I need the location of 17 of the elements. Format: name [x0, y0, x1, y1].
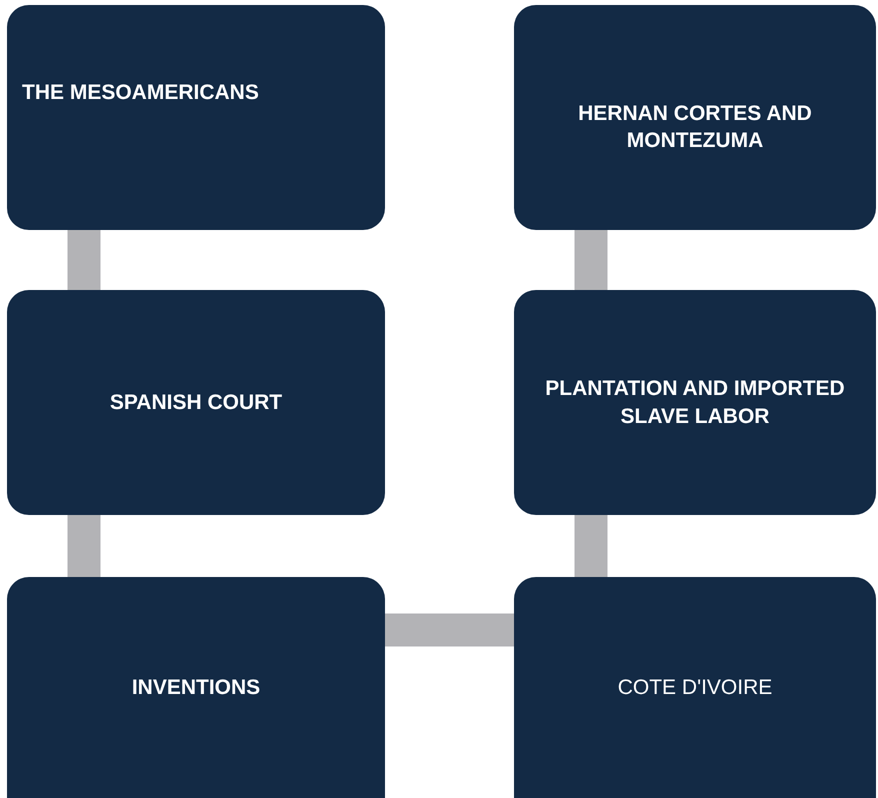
connector-bar — [68, 230, 100, 290]
topic-label: PLANTATION AND IMPORTED SLAVE LABOR — [544, 376, 846, 430]
topic-label: COTE D'IVOIRE — [618, 674, 772, 701]
topic-box — [514, 577, 876, 798]
connector-bar — [574, 230, 608, 290]
topic-box — [7, 577, 385, 798]
connector-bar — [574, 515, 608, 577]
topic-box — [514, 290, 876, 515]
topic-label: THE MESOAMERICANS — [22, 80, 259, 106]
topic-box — [7, 5, 385, 230]
topic-box — [7, 290, 385, 515]
topic-label: HERNAN CORTES AND MONTEZUMA — [577, 101, 813, 154]
connector-bar — [68, 515, 100, 577]
topic-box — [514, 5, 876, 230]
connector-bar — [385, 614, 514, 646]
topic-label: INVENTIONS — [132, 674, 260, 701]
topic-label: SPANISH COURT — [110, 390, 282, 416]
